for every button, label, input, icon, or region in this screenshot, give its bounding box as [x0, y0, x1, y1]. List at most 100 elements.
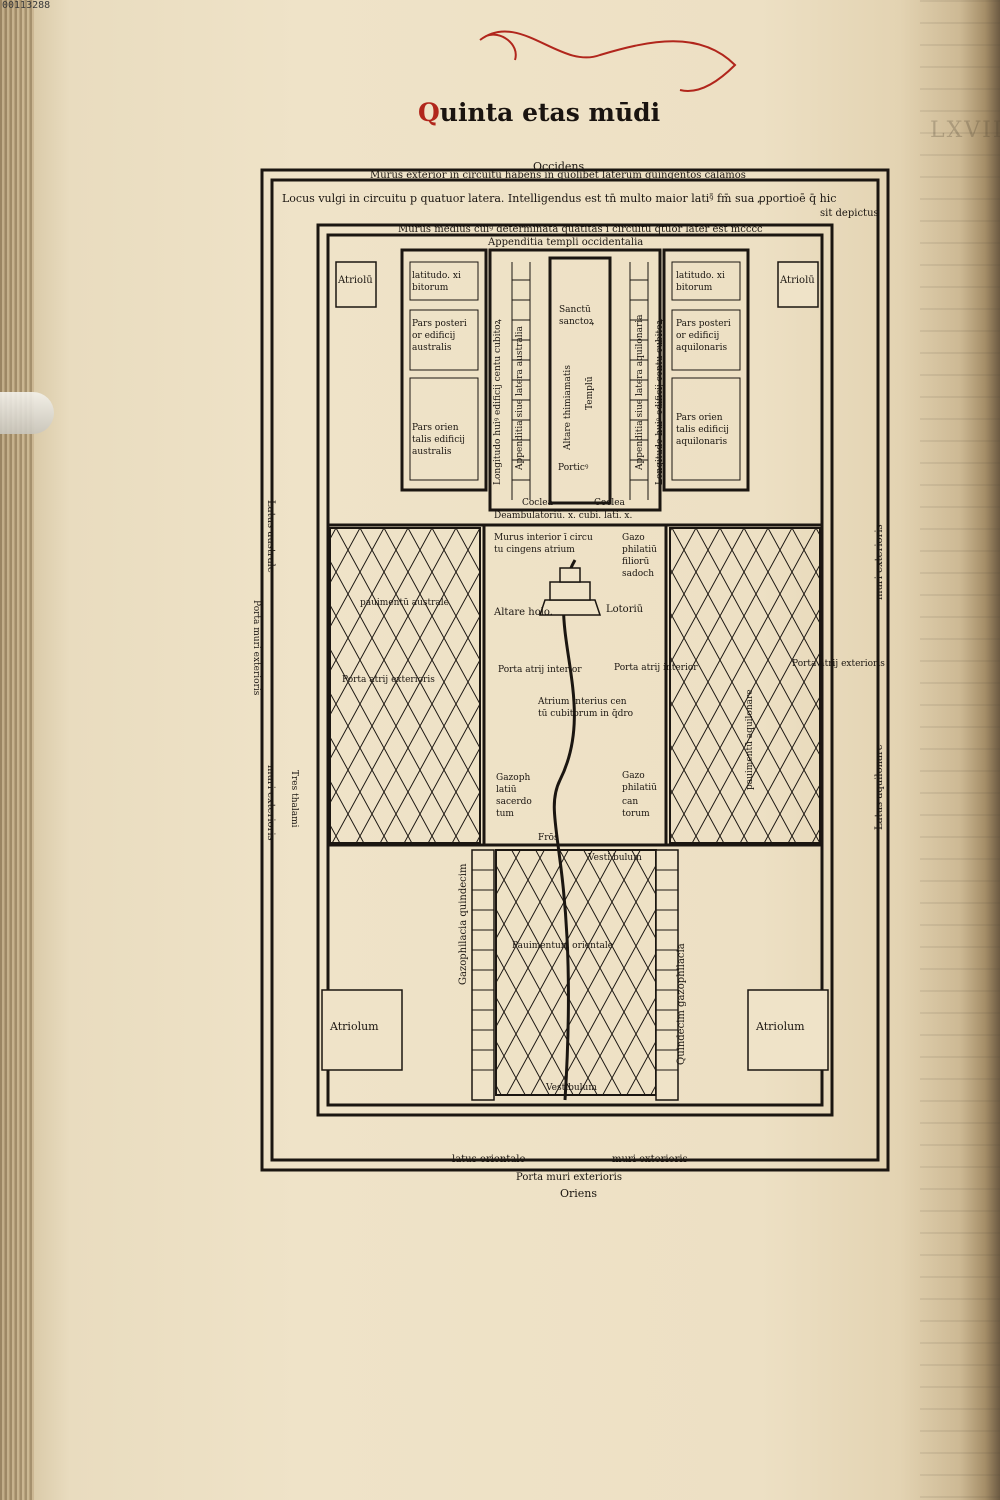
- pars-or-right-3: aquilonaris: [676, 437, 727, 447]
- gazo-cantorum-1: Gazo: [622, 771, 645, 781]
- atrium-interius-1: Atrium interius cen: [537, 697, 627, 707]
- latitudo-right-1: latitudo. xi: [676, 271, 725, 281]
- gazo-west-label: Gazophilacia quindecim: [458, 863, 469, 985]
- middle-wall-inner: [326, 233, 824, 1107]
- pars-or-left-1: Pars orien: [412, 423, 459, 433]
- lotorium-label: Lotoriū: [606, 604, 644, 615]
- pars-post-right-3: aquilonaris: [676, 343, 727, 353]
- atriolum-sw-label: Atriolum: [329, 1020, 379, 1033]
- pavimentum-or-label: Pauimentum orientale: [512, 941, 613, 951]
- atriolum-ne-label: Atriolū: [779, 275, 815, 286]
- facing-page-bleed: [920, 0, 1000, 1500]
- porta-muri-ext-left: Porta muri exterioris: [251, 600, 261, 696]
- frons-label: Frōs: [538, 833, 559, 843]
- gazo-sadoch-4: sadoch: [622, 569, 654, 579]
- gazophilacia-west-column: [471, 849, 495, 1101]
- atriolum-sw: [321, 989, 403, 1071]
- pars-or-right-1: Pars orien: [676, 413, 723, 423]
- longitudo-right-label: Longitudo huiꝰ edificij centu cubitoꝝ: [655, 318, 665, 485]
- pavimentum-north-label: pauimentū aquilonare: [745, 689, 755, 790]
- templum-label: Templū: [585, 376, 595, 410]
- pavimentum-south-label: pauimentū australe: [360, 598, 449, 608]
- porticus-label: Porticꝰ: [558, 463, 589, 473]
- gazo-sacerdotum-3: sacerdo: [496, 797, 532, 807]
- gazo-sadoch-3: filiorū: [622, 557, 649, 567]
- muri-ext-bottom: muri exterioris: [612, 1154, 688, 1165]
- gazo-cantorum-2: philatiū: [622, 783, 657, 793]
- atriolum-nw-label: Atriolū: [337, 275, 373, 286]
- porta-atrii-ext-left: Porta atrij exterioris: [342, 675, 435, 685]
- latitudo-right-2: bitorum: [676, 283, 713, 293]
- vestibulum-mid-label: Vesti bulum: [587, 853, 642, 863]
- pars-or-left-2: talis edificij: [412, 435, 465, 445]
- gazo-cantorum-4: torum: [622, 809, 650, 819]
- pavement-south: [329, 527, 481, 844]
- coclea-left-label: Coclea: [522, 498, 554, 508]
- locus-vulgi-label: Locus vulgi in circuitu p quatuor latera…: [282, 192, 836, 205]
- altar-icon: [538, 599, 602, 616]
- deambulatorium-label: Deambulatoriū. x. cubi. lati. x.: [494, 511, 633, 521]
- occidens-label: Occidens: [533, 160, 584, 173]
- atriolum-se-label: Atriolum: [755, 1020, 805, 1033]
- atriolum-ne: [777, 261, 819, 308]
- appenditia-aquil-label: Appenditia siue latera aquilonaria: [635, 314, 645, 471]
- pars-or-right-2: talis edificij: [676, 425, 729, 435]
- gazophilacia-east-column: [655, 849, 679, 1101]
- bookmark-tab: [0, 392, 54, 434]
- longitudo-left-label: Longitudo huiꝰ edificij centu cubitoꝝ: [493, 318, 503, 485]
- outer-wall-label: Murus exterior in circuitu habens in quo…: [370, 170, 746, 181]
- pars-or-left-3: australis: [412, 447, 452, 457]
- locus-vulgi-label-2: sit depictus: [820, 208, 879, 219]
- altare-holo-label: Altare holo.: [493, 607, 553, 618]
- middle-wall-label: Murus medius cuiꝰ determinata quātitas ī…: [398, 224, 763, 235]
- holy-of-holies: [548, 256, 612, 505]
- outer-wall: [260, 168, 890, 1172]
- gazo-sadoch-1: Gazo: [622, 533, 645, 543]
- latitudo-left-2: bitorum: [412, 283, 449, 293]
- vestibulum-east-label: Vestibulum: [545, 1083, 597, 1093]
- appenditia-occ-label: Appenditia templi occidentalia: [487, 237, 643, 248]
- temple-court: [488, 248, 662, 512]
- porta-muri-bottom: Porta muri exterioris: [516, 1172, 622, 1183]
- gazo-sacerdotum-4: tum: [496, 809, 514, 819]
- rubric-flourish: [479, 30, 737, 92]
- pars-post-left-1: Pars posteri: [412, 319, 467, 329]
- page-heading: Quinta etas mūdi: [418, 98, 660, 127]
- sanctum-1: Sanctū: [559, 305, 591, 315]
- tres-thalami-label: Tres thalami: [289, 770, 299, 828]
- sanctum-2: sanctoꝝ: [559, 317, 595, 327]
- pavement-north: [669, 527, 821, 844]
- appenditia-aust-label: Appenditia siue latera australia: [515, 325, 525, 471]
- pavement-east: [495, 849, 657, 1096]
- atriolum-nw: [335, 261, 377, 308]
- pars-post-right-1: Pars posteri: [676, 319, 731, 329]
- pars-post-right-2: or edificij: [676, 331, 719, 341]
- muri-ext-right: muri exterioris: [874, 524, 885, 600]
- gazo-sacerdotum-1: Gazoph: [496, 773, 530, 783]
- gazo-cantorum-3: can: [622, 797, 638, 807]
- muri-ext-left: muri exterioris: [265, 765, 276, 841]
- gazo-sacerdotum-2: latiū: [496, 785, 517, 795]
- facing-page-header: LXVII: [930, 118, 1000, 143]
- porta-atrii-ext-right: Porta atrij exterioris: [792, 659, 885, 669]
- rubric-initial: Q: [418, 98, 440, 127]
- altare-thimiamatis-label: Altare thimiamatis: [563, 365, 573, 451]
- latus-aquilonare-label: Latus aquilonare: [874, 744, 885, 830]
- gazo-sadoch-2: philatiū: [622, 545, 657, 555]
- gazo-east-label: Quindecim gazophilacia: [676, 943, 687, 1065]
- porta-atrii-int-right: Porta atrij interior: [614, 663, 698, 673]
- latus-orientale-label: latus orientale: [452, 1154, 525, 1165]
- coclea-right-label: Coclea: [594, 498, 626, 508]
- heading-text: uinta etas mūdi: [439, 98, 661, 127]
- pars-post-left-2: or edificij: [412, 331, 455, 341]
- porta-atrii-int-left: Porta atrij interior: [498, 665, 582, 675]
- outer-wall-inner: [270, 178, 880, 1162]
- atriolum-se: [747, 989, 829, 1071]
- latus-australe-label: Latus australe: [265, 500, 276, 573]
- murus-interior-1: Murus interior ī circu: [494, 533, 593, 543]
- murus-interior-2: tu cingens atrium: [494, 545, 575, 555]
- pars-post-left-3: australis: [412, 343, 452, 353]
- atrium-interius-2: tū cubitorum in q̄dro: [538, 709, 633, 719]
